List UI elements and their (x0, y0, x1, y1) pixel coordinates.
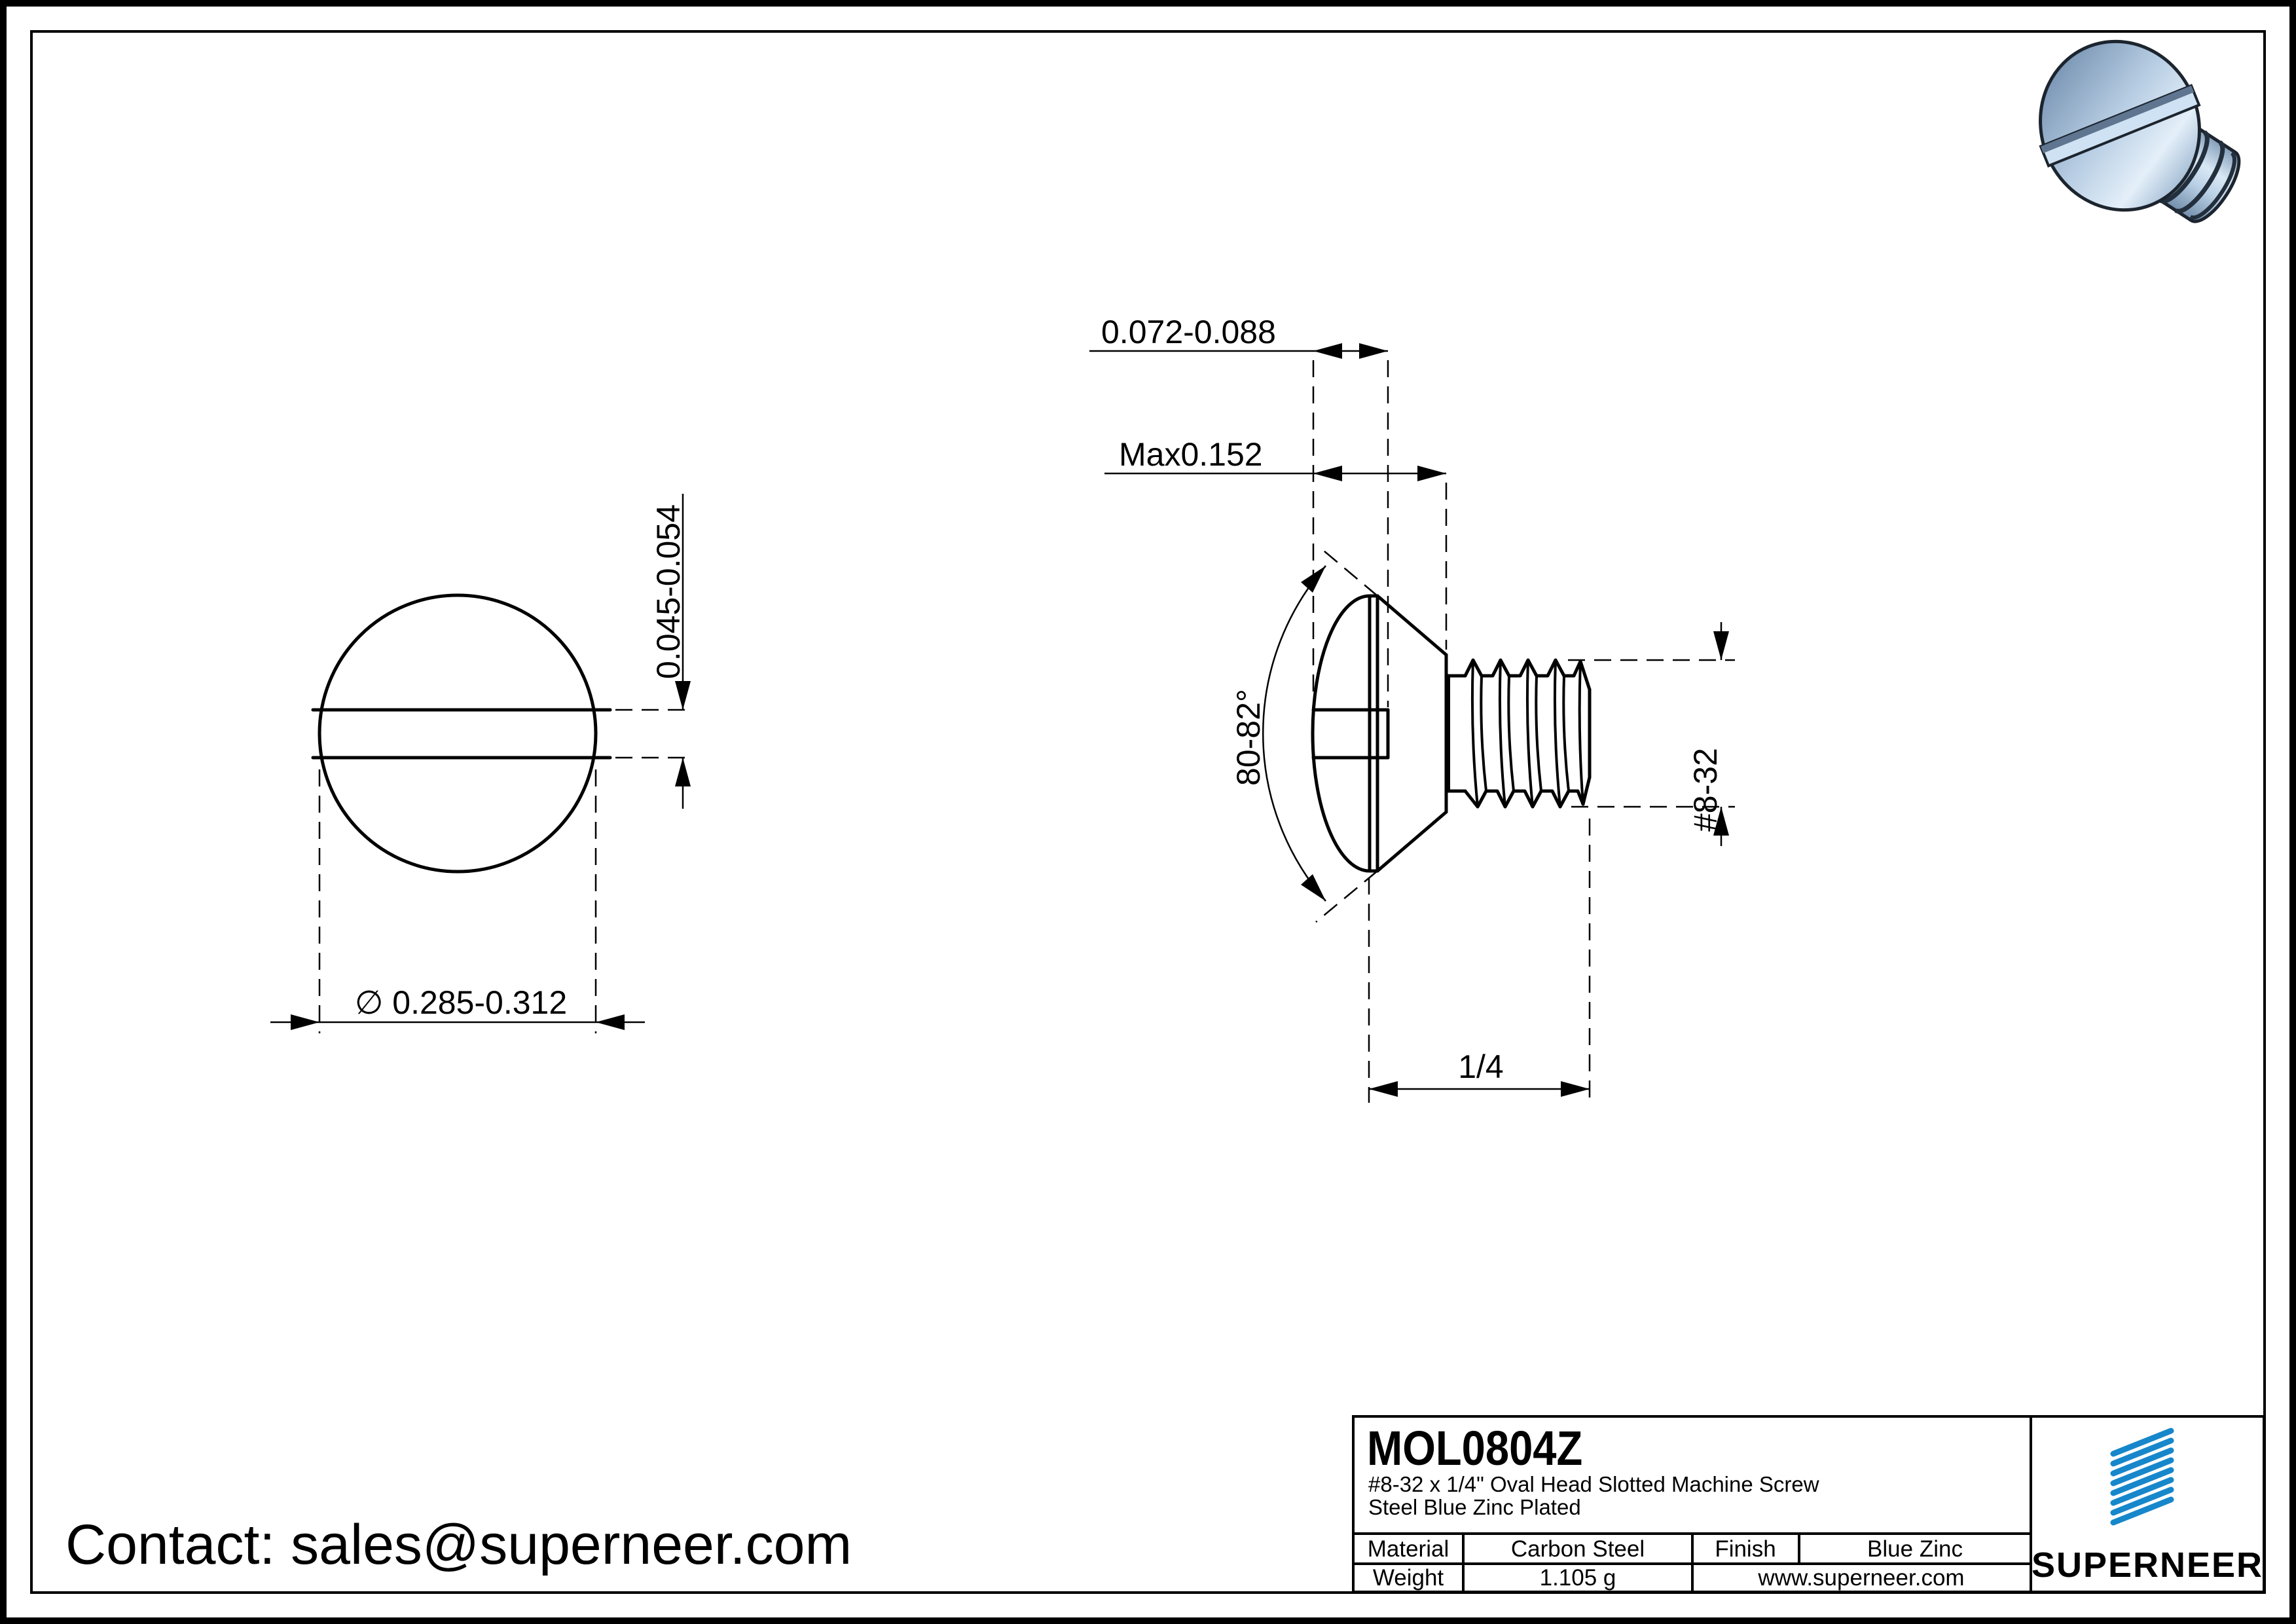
side-threads (1444, 658, 1592, 809)
dim-slot-depth: 0.072-0.088 (1089, 314, 1389, 707)
slot-depth-label: 0.072-0.088 (1101, 314, 1276, 350)
description-line2: Steel Blue Zinc Plated (1368, 1495, 1581, 1519)
website-link[interactable]: www.superneer.com (1757, 1565, 1964, 1591)
side-view: 0.072-0.088 Max0.152 80-82° (1089, 314, 1735, 1103)
dim-thread-spec: #8-32 (1568, 622, 1735, 846)
weight-label: Weight (1373, 1565, 1444, 1591)
screw-3d-head (2039, 39, 2201, 212)
front-view: 0.045-0.054 ∅ 0.285-0.312 (270, 494, 693, 1033)
dim-head-height: Max0.152 (1104, 436, 1448, 650)
thread-crest-top (1463, 658, 1582, 678)
title-block: MOL0804Z #8-32 x 1/4" Oval Head Slotted … (1352, 1415, 2265, 1593)
finish-value: Blue Zinc (1867, 1536, 1963, 1562)
thread-crest-bottom (1463, 789, 1585, 809)
finish-label: Finish (1715, 1536, 1776, 1562)
dim-head-angle: 80-82° (1230, 547, 1378, 923)
head-diameter-label: ∅ 0.285-0.312 (355, 984, 567, 1021)
screw-3d-image (2039, 39, 2241, 223)
inner-frame (30, 30, 2266, 1594)
part-number: MOL0804Z (1367, 1421, 1582, 1475)
weight-value: 1.105 g (1540, 1565, 1616, 1591)
material-value: Carbon Steel (1511, 1536, 1645, 1562)
slot-width-label: 0.045-0.054 (650, 504, 687, 679)
length-label: 1/4 (1458, 1048, 1504, 1085)
dim-slot-width: 0.045-0.054 (615, 494, 693, 809)
dim-head-diameter: ∅ 0.285-0.312 (270, 769, 645, 1033)
head-circle (318, 593, 598, 874)
dim-length: 1/4 (1368, 819, 1591, 1103)
brand-logo (2110, 1428, 2174, 1526)
head-angle-label: 80-82° (1230, 689, 1267, 786)
crown-arc (1311, 594, 1372, 873)
description-line1: #8-32 x 1/4" Oval Head Slotted Machine S… (1368, 1472, 1819, 1496)
contact-text: Contact: sales@superneer.com (65, 1513, 852, 1576)
thread-spec-label: #8-32 (1687, 748, 1724, 832)
head-height-label: Max0.152 (1119, 436, 1263, 473)
brand-wordmark: SUPERNEER (2032, 1545, 2263, 1585)
side-head (1311, 594, 1448, 873)
material-label: Material (1368, 1536, 1449, 1562)
